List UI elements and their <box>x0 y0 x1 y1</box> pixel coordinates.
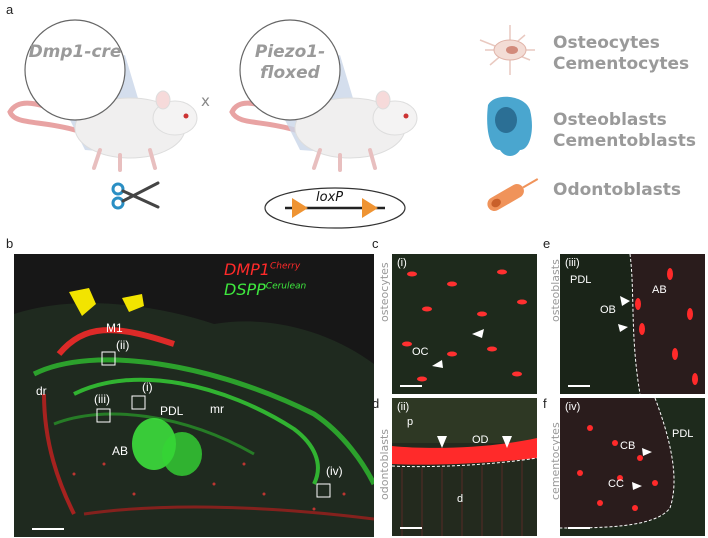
panel-e-label: e <box>543 236 551 251</box>
panel-c-side-label: osteocytes <box>378 262 391 322</box>
annotation-m1: M1 <box>106 321 123 335</box>
annotation-i: (i) <box>142 380 153 394</box>
annotation-iv: (iv) <box>326 464 343 478</box>
panel-a-illustration <box>7 19 418 229</box>
loxp-arrow-left <box>292 198 308 218</box>
panel-e-mark-pdl: PDL <box>570 274 592 286</box>
annotation-ab: AB <box>112 444 129 458</box>
panel-b-micrograph: DMP1Cherry DSPPCerulean M1 (ii) (iii) (i… <box>14 254 374 537</box>
panel-d-mark-od: OD <box>472 434 489 446</box>
annotation-pdl: PDL <box>160 404 184 418</box>
panel-f-mark-pdl: PDL <box>672 428 694 440</box>
panel-f-micrograph: (iv) PDL CB CC <box>560 398 705 536</box>
panel-c-label: c <box>372 236 379 251</box>
panel-c-roman: (i) <box>397 257 407 269</box>
panel-b-label: b <box>6 236 14 251</box>
panel-e-roman: (iii) <box>565 257 580 269</box>
panel-e-micrograph: (iii) PDL OB AB <box>560 254 705 394</box>
panel-d-mark-d: d <box>457 493 464 505</box>
annotation-dr: dr <box>36 384 47 398</box>
panel-a-label: a <box>6 2 14 17</box>
panel-d-micrograph: (ii) p OD d <box>392 398 537 536</box>
legend-odontoblasts: Odontoblasts <box>553 180 682 200</box>
scissors-icon <box>111 181 160 210</box>
panel-d-side-label: odontoblasts <box>378 428 391 500</box>
annotation-mr: mr <box>210 402 224 416</box>
cross-symbol: x <box>201 92 210 110</box>
panel-f-mark-cb: CB <box>620 440 636 452</box>
panel-e-mark-ob: OB <box>600 304 616 316</box>
mouse-2-label: Piezo1-floxed <box>254 42 326 83</box>
loxp-label: loxP <box>316 190 344 205</box>
panel-c-mark-oc: OC <box>412 346 429 358</box>
odontoblast-icon <box>487 178 539 211</box>
panel-d-mark-p: p <box>407 416 414 428</box>
dspp-legend: DSPPCerulean <box>224 280 307 299</box>
legend-osteoblasts: Osteoblasts Cementoblasts <box>553 110 696 151</box>
mouse-1-bubble <box>24 19 126 121</box>
osteocyte-icon <box>479 25 535 75</box>
panel-c-micrograph: (i) OC <box>392 254 537 394</box>
dmp1-legend: DMP1Cherry <box>224 260 301 279</box>
panel-e-mark-ab: AB <box>652 284 667 296</box>
panel-d-roman: (ii) <box>397 401 410 413</box>
panel-d-label: d <box>372 396 380 411</box>
panel-f-roman: (iv) <box>565 401 581 413</box>
mouse-1-label: Dmp1-cre <box>28 42 122 62</box>
mouse-2-bubble <box>239 19 341 121</box>
annotation-ii: (ii) <box>116 338 130 352</box>
legend-icons <box>479 25 539 211</box>
panel-b-image <box>14 254 374 537</box>
osteoblast-icon <box>487 96 532 156</box>
annotation-iii: (iii) <box>94 392 110 406</box>
panel-f-mark-cc: CC <box>608 478 624 490</box>
panel-f-label: f <box>543 396 547 411</box>
legend-osteocytes: Osteocytes Cementocytes <box>553 33 690 74</box>
loxp-arrow-right <box>362 198 378 218</box>
